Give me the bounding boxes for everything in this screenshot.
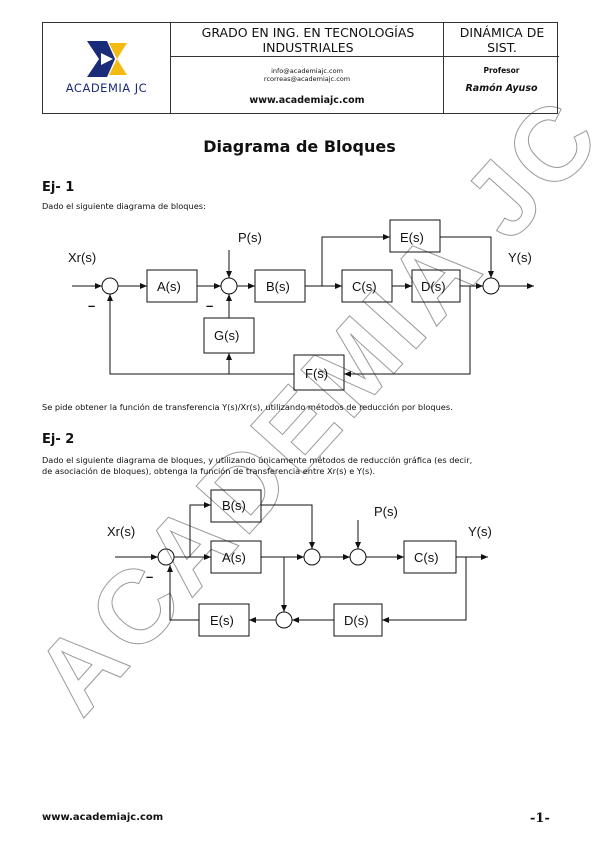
ej2-minus: – xyxy=(146,569,153,584)
subject-title: DINÁMICA DE SIST. xyxy=(459,25,545,55)
ej2-heading: Ej- 2 xyxy=(42,432,75,447)
ej2-input-label: Xr(s) xyxy=(107,524,135,539)
ej1-output-label: Y(s) xyxy=(508,250,532,265)
ej1-question: Se pide obtener la función de transferen… xyxy=(42,402,453,412)
professor-name: Ramón Ayuso xyxy=(465,83,538,94)
ej1-block-f: F(s) xyxy=(305,366,328,381)
ej1-minus-1: – xyxy=(88,298,95,313)
ej1-heading: Ej- 1 xyxy=(42,180,75,195)
ej2-block-diagram: Xr(s) Y(s) P(s) A(s) B(s) C(s) D(s) E(s)… xyxy=(107,489,492,637)
email-1: info@academiajc.com xyxy=(271,67,343,75)
ej1-block-e: E(s) xyxy=(400,230,424,245)
ej2-disturbance-label: P(s) xyxy=(374,504,398,519)
ej2-block-a: A(s) xyxy=(222,550,246,565)
ej1-block-c: C(s) xyxy=(352,279,377,294)
ej1-minus-2: – xyxy=(206,298,213,313)
header-box: ACADEMIA JC GRADO EN ING. EN TECNOLOGÍAS… xyxy=(42,22,559,114)
ej1-block-b: B(s) xyxy=(266,279,290,294)
logo-text: ACADEMIA JC xyxy=(65,81,148,95)
header-website: www.academiajc.com xyxy=(249,95,365,106)
ej2-block-c: C(s) xyxy=(414,550,439,565)
ej1-intro: Dado el siguiente diagrama de bloques: xyxy=(42,201,206,211)
ej2-block-d: D(s) xyxy=(344,613,369,628)
logo-icon xyxy=(87,41,127,77)
ej1-block-a: A(s) xyxy=(157,279,181,294)
ej1-block-d: D(s) xyxy=(421,279,446,294)
logo: ACADEMIA JC xyxy=(43,23,170,113)
ej1-input-label: Xr(s) xyxy=(68,250,96,265)
page-title: Diagrama de Bloques xyxy=(203,137,396,156)
ej1-disturbance-label: P(s) xyxy=(238,230,262,245)
ej2-intro-line2: de asociación de bloques), obtenga la fu… xyxy=(42,466,376,476)
page-number: -1- xyxy=(530,811,550,826)
ej1-block-diagram: Xr(s) Y(s) P(s) A(s) B(s) C(s) D(s) E(s)… xyxy=(68,219,534,391)
professor-label: Profesor xyxy=(483,66,520,75)
ej1-block-g: G(s) xyxy=(214,328,239,343)
ej2-block-b: B(s) xyxy=(222,498,246,513)
email-2: rcorreas@academiajc.com xyxy=(263,75,351,83)
ej2-output-label: Y(s) xyxy=(468,524,492,539)
ej2-block-e: E(s) xyxy=(210,613,234,628)
footer-website: www.academiajc.com xyxy=(42,812,164,823)
degree-title: GRADO EN ING. EN TECNOLOGÍAS INDUSTRIALE… xyxy=(201,25,415,55)
ej2-intro-line1: Dado el siguiente diagrama de bloques, y… xyxy=(42,455,473,465)
